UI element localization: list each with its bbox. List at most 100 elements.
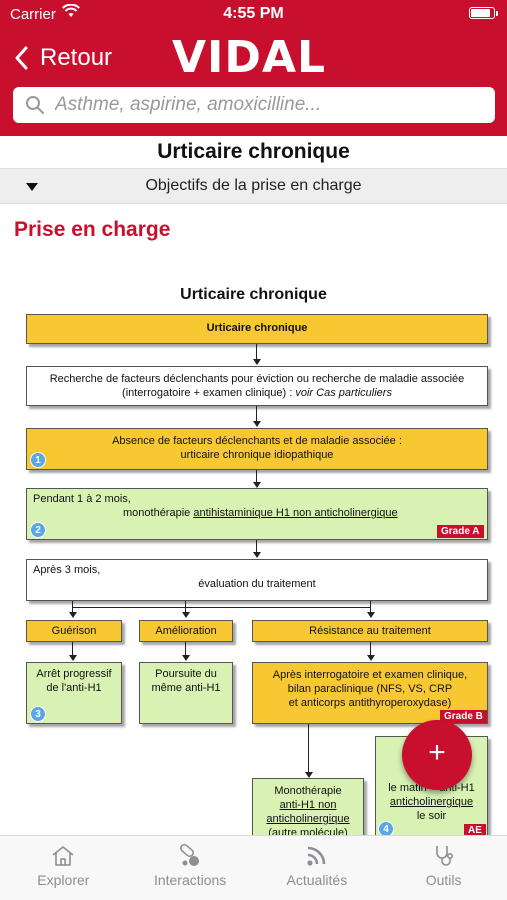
flow-box-guerison: Guérison [26,620,122,642]
grade-badge: Grade B [440,710,487,723]
flow-text: urticaire chronique idiopathique [180,449,334,461]
arrow-down-icon [253,421,261,427]
flow-connector [370,601,371,612]
arrow-down-icon [253,359,261,365]
arrow-down-icon [367,655,375,661]
pills-icon [180,844,200,866]
flow-text: Absence de facteurs déclenchants et de m… [112,435,402,447]
caret-down-icon [26,183,38,191]
search-bar[interactable] [13,87,495,123]
flow-text: Monothérapie [274,785,342,797]
flow-box-amelioration: Amélioration [139,620,233,642]
flow-text: Amélioration [155,625,217,637]
carrier-label: Carrier [10,6,56,23]
tab-explorer[interactable]: Explorer [0,836,127,900]
battery-icon [469,7,498,19]
flow-text: monothérapie [123,507,194,519]
search-icon [26,96,44,114]
flow-text: Après 3 mois, [33,564,101,576]
flow-text: évaluation du traitement [198,578,316,590]
tab-actualites[interactable]: Actualités [254,836,381,900]
flow-text: et anticorps antithyroperoxydase) [288,697,452,709]
flow-connector [72,601,73,612]
grade-badge: AE [464,824,486,835]
flow-box-urticaire: Urticaire chronique [26,314,488,344]
status-bar: Carrier 4:55 PM [0,0,507,28]
arrow-down-icon [253,552,261,558]
flow-link-anti-h1[interactable]: anti-H1 non [279,799,337,811]
page-title: Urticaire chronique [157,140,350,163]
flow-text: Après interrogatoire et examen clinique, [272,669,468,681]
flow-box-resistance: Résistance au traitement [252,620,488,642]
tab-label: Outils [425,872,462,888]
flow-link-anticholinergique[interactable]: anticholinergique [266,813,350,825]
arrow-down-icon [69,655,77,661]
step-number-badge[interactable]: 2 [30,522,46,538]
chevron-left-icon [15,46,28,70]
flow-text-line: (interrogatoire + examen clinique) : voi… [27,386,487,400]
wifi-icon [62,3,80,22]
stethoscope-icon [435,846,453,866]
flow-box-bilan: Après interrogatoire et examen clinique,… [252,662,488,724]
flow-connector [185,601,186,612]
flow-text: (interrogatoire + examen clinique) : [122,387,296,399]
step-number-badge[interactable]: 1 [30,452,46,468]
flow-connector [185,642,186,655]
rss-icon [307,846,326,866]
flow-text: Guérison [51,625,97,637]
flow-connector [256,540,257,552]
flow-text: le soir [416,810,447,822]
add-button[interactable]: + [402,720,472,790]
tab-interactions[interactable]: Interactions [127,836,254,900]
tab-label: Interactions [153,872,227,888]
flowchart: Urticaire chronique Urticaire chronique … [0,280,507,835]
arrow-down-icon [182,612,190,618]
step-number-badge[interactable]: 4 [378,821,394,835]
tab-label: Actualités [286,872,348,888]
flow-connector [256,344,257,359]
house-icon [52,846,74,866]
back-button[interactable]: Retour [14,40,112,76]
flow-box-recherche: Recherche de facteurs déclenchants pour … [26,366,488,406]
flow-connector [72,607,370,608]
arrow-down-icon [305,772,313,778]
flow-text: Résistance au traitement [309,625,431,637]
section-label: Objectifs de la prise en charge [145,177,362,194]
flow-connector [72,642,73,655]
flow-box-apres-3-mois: Après 3 mois, évaluation du traitement [26,559,488,601]
flow-text: de l'anti-H1 [46,682,102,694]
flow-link-antihistaminique[interactable]: antihistaminique H1 non anticholinergiqu… [193,507,398,519]
status-time: 4:55 PM [223,5,284,22]
flow-box-poursuite: Poursuite du même anti-H1 [139,662,233,724]
flow-text-line: monothérapie antihistaminique H1 non ant… [33,506,481,520]
flow-link-cas-particuliers[interactable]: voir Cas particuliers [295,387,392,399]
arrow-down-icon [182,655,190,661]
app-header: Carrier 4:55 PM Retour VIDAL [0,0,507,136]
tab-label: Explorer [37,872,90,888]
flow-connector [256,406,257,421]
flow-link-anticholinergique[interactable]: anticholinergique [389,796,474,808]
flow-text: Arrêt progressif [36,668,112,680]
arrow-down-icon [69,612,77,618]
arrow-down-icon [367,612,375,618]
grade-badge: Grade A [437,525,484,538]
flow-connector [308,724,309,772]
flow-connector [256,470,257,482]
tab-bar: Explorer Interactions Actualités Outils [0,835,507,900]
flow-box-pendant: Pendant 1 à 2 mois, monothérapie antihis… [26,488,488,540]
section-heading: Prise en charge [14,218,171,241]
flow-text: Urticaire chronique [206,322,308,334]
flowchart-title: Urticaire chronique [180,286,327,303]
step-number-badge[interactable]: 3 [30,706,46,722]
flow-text: Pendant 1 à 2 mois, [33,493,131,505]
tab-outils[interactable]: Outils [380,836,507,900]
search-input[interactable] [55,94,495,116]
flow-box-absence: Absence de facteurs déclenchants et de m… [26,428,488,470]
flow-connector [370,642,371,655]
flow-text: Poursuite du [155,668,217,680]
battery-level [471,9,490,17]
section-selector[interactable]: Objectifs de la prise en charge [0,168,507,204]
flow-text: Recherche de facteurs déclenchants pour … [49,373,465,385]
flow-text: bilan paraclinique (NFS, VS, CRP [287,683,453,695]
vidal-logo: VIDAL [172,32,327,83]
